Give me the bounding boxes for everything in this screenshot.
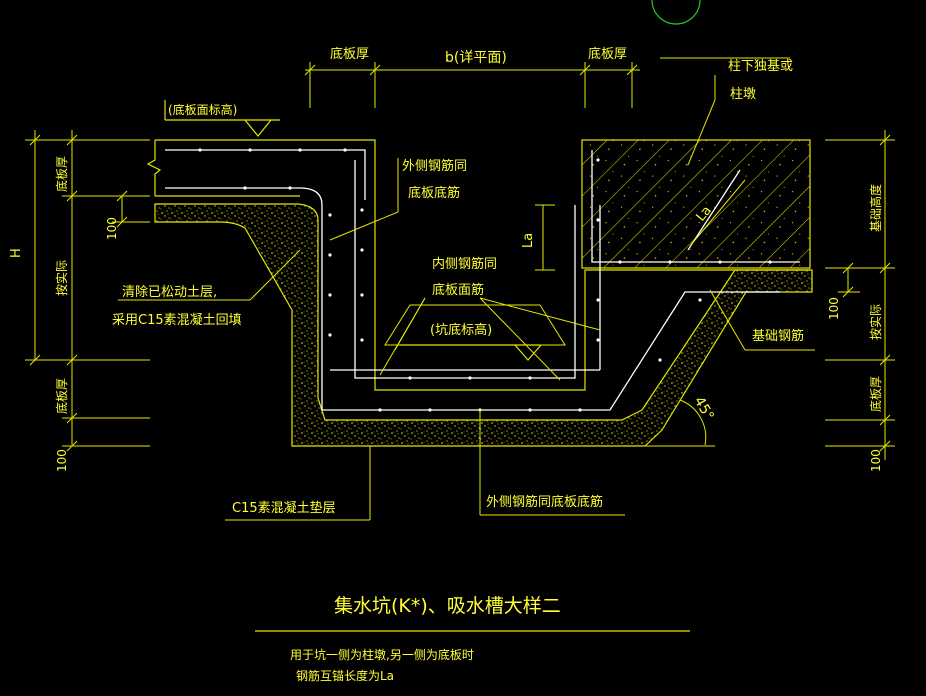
rebar-lines <box>165 149 800 411</box>
left-slab-thickness-top: 底板厚 <box>54 156 69 192</box>
pit-bottom-elevation-label: (坑底标高) <box>430 322 492 338</box>
right-slab-thickness: 底板厚 <box>868 376 883 412</box>
inner-rebar-note-2: 底板面筋 <box>432 282 484 298</box>
right-per-design: 按实际 <box>868 304 883 340</box>
outer-rebar-note-2: 底板底筋 <box>408 185 460 201</box>
dim-top-right: 底板厚 <box>588 46 627 62</box>
outer-rebar-note-1: 外侧钢筋同 <box>402 158 467 174</box>
cushion-label: C15素混凝土垫层 <box>232 500 336 516</box>
column-footing-label-2: 柱墩 <box>730 87 756 102</box>
right-bottom-100: 100 <box>869 449 883 472</box>
right-depth-100: 100 <box>827 297 841 320</box>
drawing-title: 集水坑(K*)、吸水槽大样二 <box>334 595 561 617</box>
slab-top-elevation-label: (底板面标高) <box>168 102 237 117</box>
h-label: H <box>9 248 24 258</box>
footnote-line-1: 用于坑一侧为柱墩,另一侧为底板时 <box>290 647 474 662</box>
corner-circle-arc <box>651 0 701 25</box>
elevation-markers <box>164 100 542 361</box>
left-bottom-100: 100 <box>55 449 69 472</box>
slab-outline <box>146 139 810 391</box>
foundation-rebar-label: 基础钢筋 <box>752 328 804 344</box>
left-slab-thickness-bottom: 底板厚 <box>54 378 69 414</box>
left-depth-100: 100 <box>105 217 119 240</box>
top-dimension <box>304 62 640 108</box>
outer-rebar-bottom-label: 外侧钢筋同底板底筋 <box>486 494 603 510</box>
la-left-label: La <box>521 233 536 248</box>
angle-label: 45° <box>691 394 717 424</box>
left-dimensions <box>25 130 150 452</box>
backfill-note-1: 清除已松动土层, <box>122 285 217 300</box>
inner-rebar-note-1: 内侧钢筋同 <box>432 256 497 272</box>
right-dimensions <box>535 130 895 460</box>
pit-bottom-sump <box>384 304 566 346</box>
footnote-line-2: 钢筋互锚长度为La <box>296 668 394 683</box>
angle-arc <box>679 399 707 446</box>
backfill-note-2: 采用C15素混凝土回填 <box>112 312 242 328</box>
la-column-label: La <box>694 203 715 224</box>
dim-top-width: b(详平面) <box>445 50 507 66</box>
column-footing-label-1: 柱下独基或 <box>728 59 793 74</box>
dim-top-left: 底板厚 <box>330 46 369 62</box>
la-arrow-column <box>689 179 746 247</box>
c15-cushion-layer <box>154 203 813 447</box>
leader-lines <box>118 57 815 521</box>
column-footing-hatched <box>581 139 811 269</box>
left-per-design: 按实际 <box>54 260 69 296</box>
right-foundation-height: 基础高度 <box>868 184 883 232</box>
